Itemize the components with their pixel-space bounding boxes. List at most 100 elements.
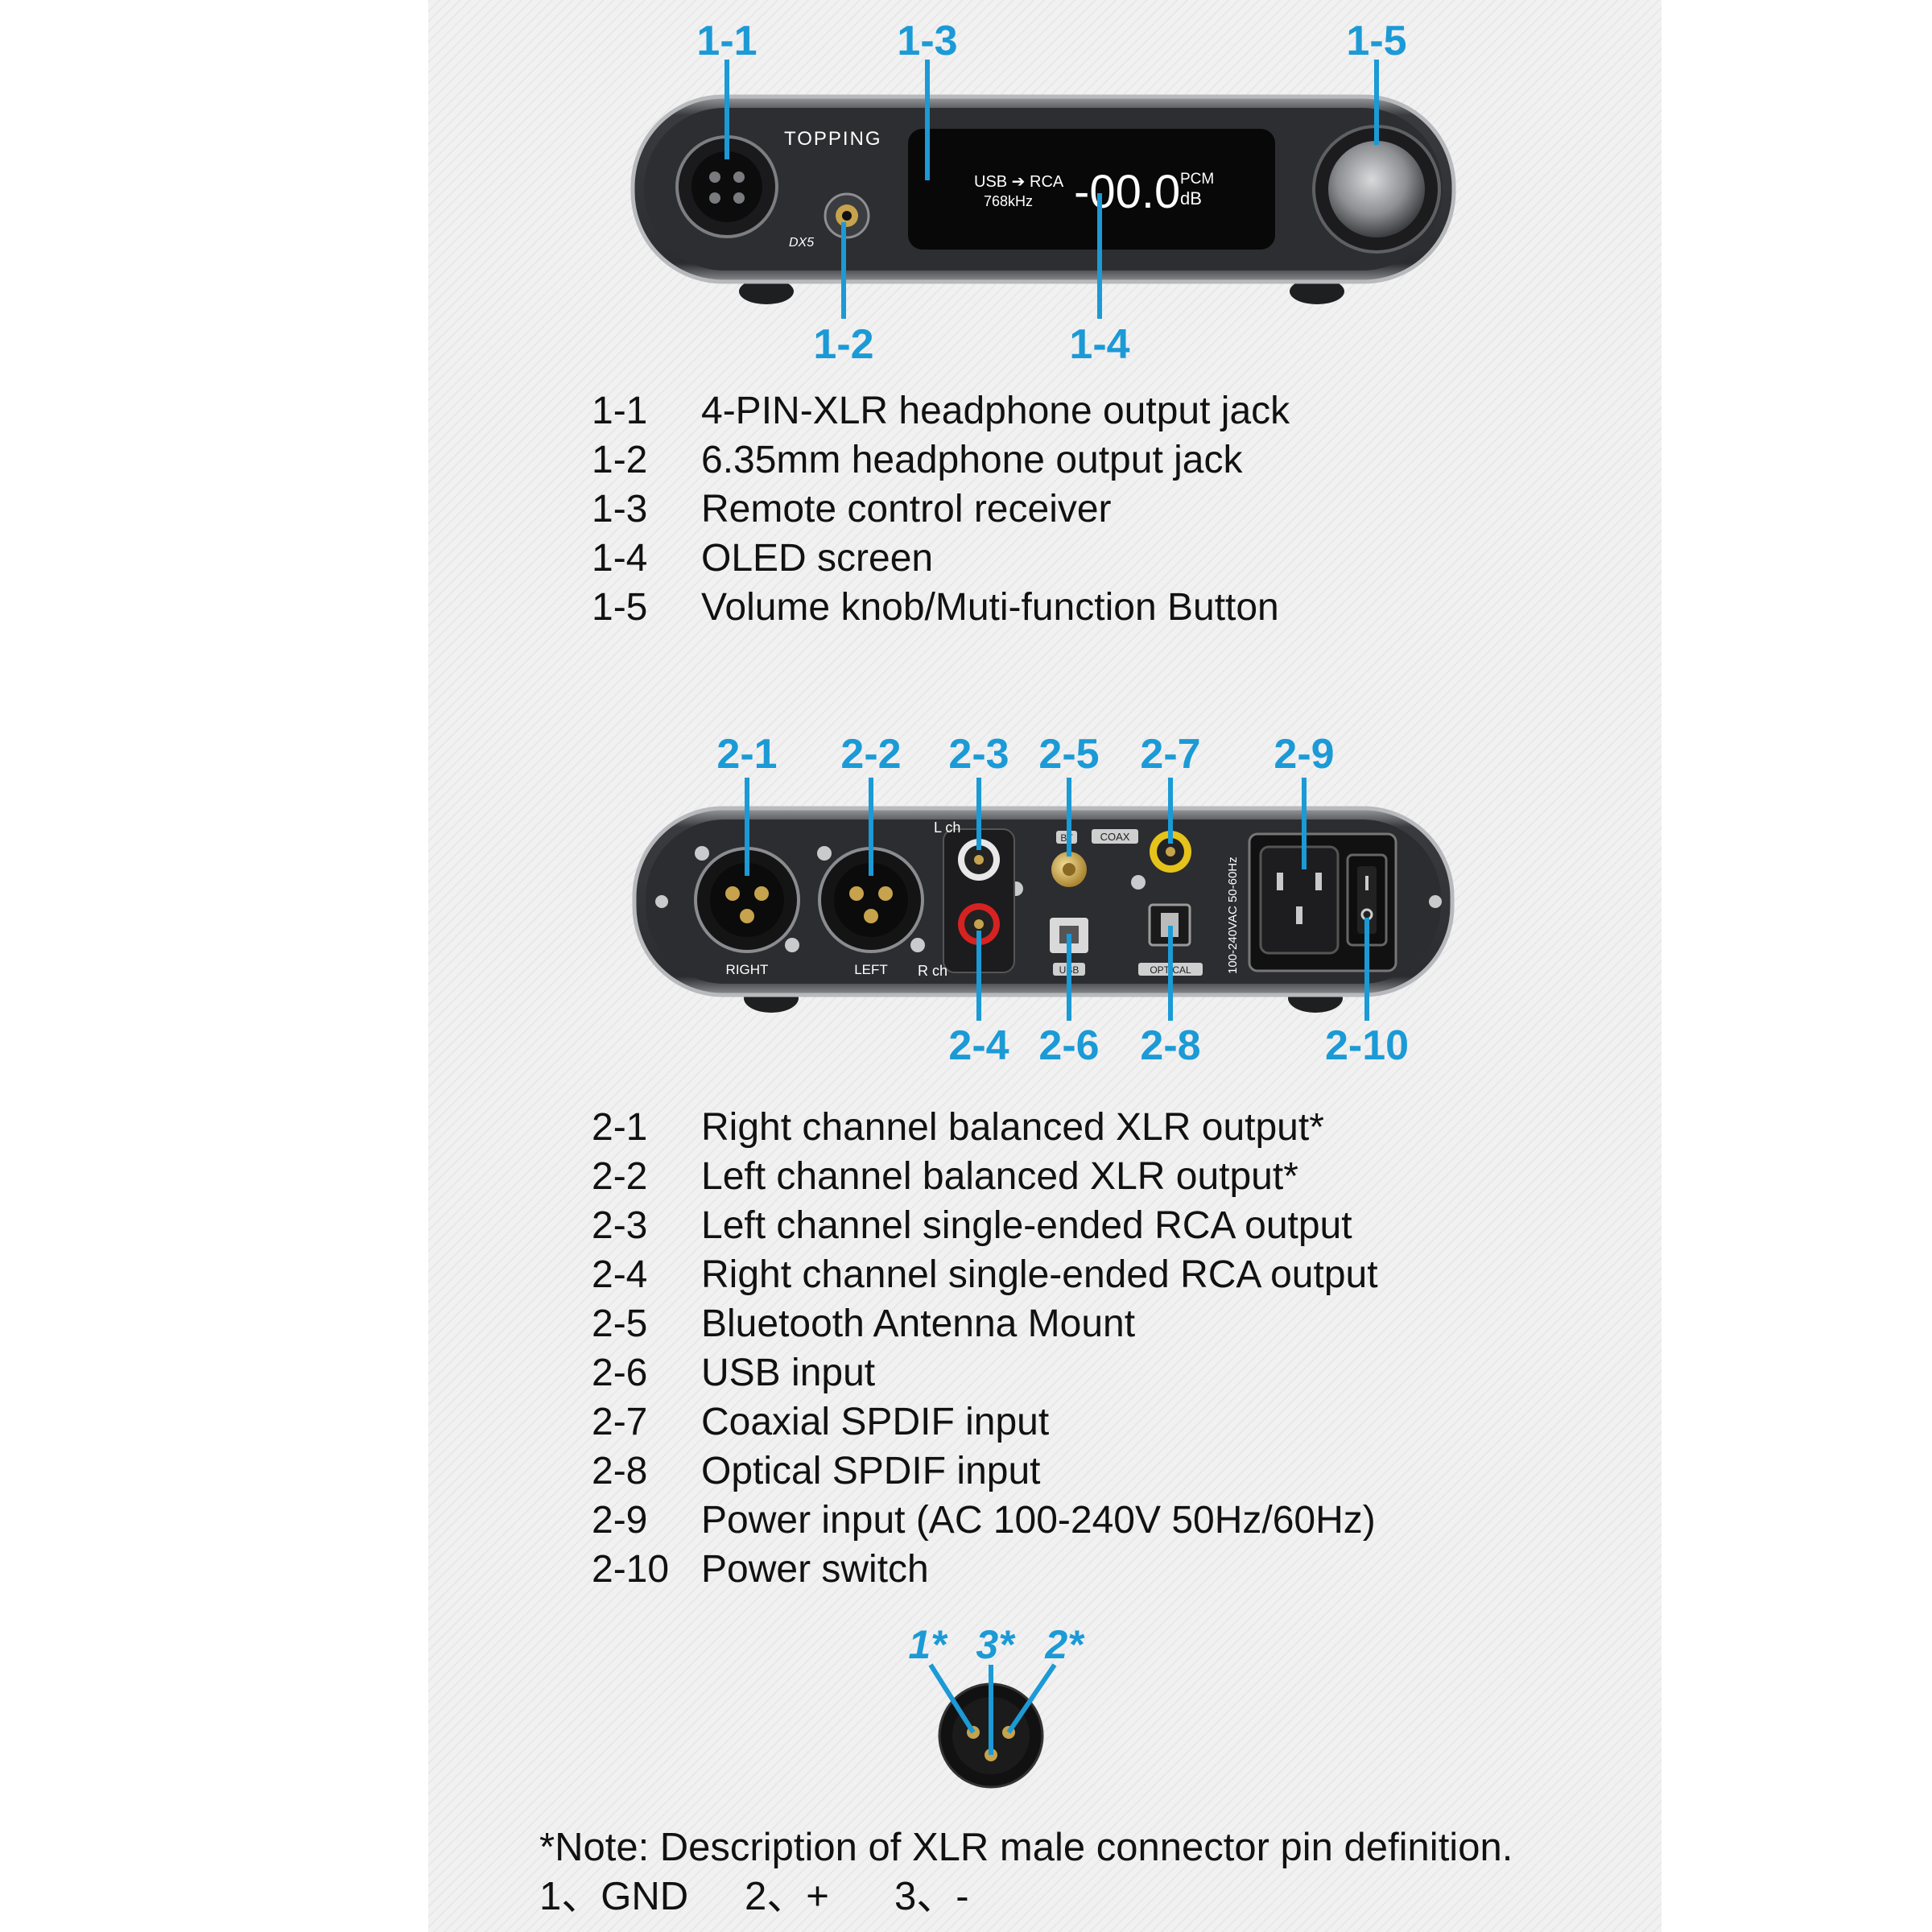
label-right: RIGHT xyxy=(726,962,769,977)
oled-screen: USB ➔ RCA 768kHz -00.0 PCM dB xyxy=(908,129,1275,250)
callout-pin-3: 3* xyxy=(976,1622,1016,1667)
list-item: 2-10 Power switch xyxy=(592,1545,1378,1594)
front-device: TOPPING DX5 USB ➔ RCA 768kHz -00.0 PCM d… xyxy=(630,94,1456,304)
item-text: Power switch xyxy=(701,1548,929,1591)
item-text: 6.35mm headphone output jack xyxy=(701,439,1243,481)
callout-pin-2: 2* xyxy=(1044,1622,1085,1667)
callout-1-3: 1-3 xyxy=(897,18,957,64)
callout-2-3: 2-3 xyxy=(948,731,1009,778)
list-item: 2-8 Optical SPDIF input xyxy=(592,1447,1378,1496)
screw xyxy=(695,846,709,861)
item-code: 1-3 xyxy=(592,488,648,530)
xlr-output-right xyxy=(694,847,800,953)
item-code: 1-4 xyxy=(592,537,648,580)
rear-device: RIGHT LEFT L ch R ch BT COAX xyxy=(632,806,1455,1013)
item-text: Left channel balanced XLR output* xyxy=(701,1155,1298,1198)
list-item: 1-4 OLED screen xyxy=(592,534,1290,583)
callout-1-5: 1-5 xyxy=(1346,18,1406,64)
label-left: LEFT xyxy=(854,962,888,977)
callout-2-4: 2-4 xyxy=(948,1022,1009,1069)
coaxial-input xyxy=(1150,831,1191,873)
item-text: Bluetooth Antenna Mount xyxy=(701,1302,1136,1345)
rca-output-right xyxy=(958,903,1000,945)
label-rch: R ch xyxy=(918,963,947,979)
oled-route: USB ➔ RCA xyxy=(974,173,1064,191)
oled-unit: dB xyxy=(1180,188,1202,208)
screw xyxy=(1429,895,1442,908)
item-text: Power input (AC 100-240V 50Hz/60Hz) xyxy=(701,1499,1376,1542)
callout-2-6: 2-6 xyxy=(1038,1022,1099,1069)
headphone-jack-6-35mm xyxy=(824,192,870,239)
item-code: 2-1 xyxy=(592,1106,648,1149)
list-item: 1-2 6.35mm headphone output jack xyxy=(592,436,1290,485)
callout-2-5: 2-5 xyxy=(1038,731,1099,778)
oled-volume: -00.0 xyxy=(1074,166,1180,218)
screw xyxy=(785,938,799,952)
brand-logo: TOPPING xyxy=(784,128,882,150)
item-code: 2-2 xyxy=(592,1155,648,1198)
oled-mode: PCM xyxy=(1180,171,1214,188)
xlr-output-left xyxy=(818,847,924,953)
item-code: 2-10 xyxy=(592,1548,670,1591)
callout-2-1: 2-1 xyxy=(716,731,777,778)
item-text: OLED screen xyxy=(701,537,934,580)
label-voltage: 100-240VAC 50-60Hz xyxy=(1226,857,1240,974)
item-text: Remote control receiver xyxy=(701,488,1112,530)
callout-1-2: 1-2 xyxy=(813,321,873,368)
list-item: 2-5 Bluetooth Antenna Mount xyxy=(592,1299,1378,1348)
item-text: 4-PIN-XLR headphone output jack xyxy=(701,390,1290,432)
item-text: Right channel balanced XLR output* xyxy=(701,1106,1324,1149)
callout-1-1: 1-1 xyxy=(696,18,757,64)
leader-pin-2 xyxy=(1006,1663,1057,1734)
list-item: 2-6 USB input xyxy=(592,1348,1378,1397)
pin-1: 1、GND xyxy=(539,1875,689,1918)
item-text: Left channel single-ended RCA output xyxy=(701,1204,1352,1247)
pin-2: 2、+ xyxy=(745,1875,829,1918)
callout-2-9: 2-9 xyxy=(1274,731,1334,778)
item-code: 2-5 xyxy=(592,1302,648,1345)
item-code: 2-6 xyxy=(592,1352,648,1394)
pin-3: 3、- xyxy=(894,1875,969,1918)
list-item: 2-2 Left channel balanced XLR output* xyxy=(592,1152,1378,1201)
rear-legend: 2-1 Right channel balanced XLR output* 2-… xyxy=(592,1103,1378,1594)
list-item: 2-1 Right channel balanced XLR output* xyxy=(592,1103,1378,1152)
screw xyxy=(910,938,925,952)
screw xyxy=(655,895,668,908)
item-code: 2-3 xyxy=(592,1204,648,1247)
model-label: DX5 xyxy=(789,236,814,250)
rca-output-left xyxy=(958,839,1000,881)
leader-pin-1 xyxy=(928,1663,976,1734)
item-code: 2-7 xyxy=(592,1401,648,1443)
coax-badge xyxy=(1092,829,1138,844)
pin-definitions: 1、GND 2、+ 3、- xyxy=(539,1872,1513,1922)
bt-antenna-mount xyxy=(1051,852,1087,887)
item-text: Right channel single-ended RCA output xyxy=(701,1253,1378,1296)
item-code: 2-4 xyxy=(592,1253,648,1296)
front-foot-left xyxy=(739,279,794,304)
note-text: *Note: Description of XLR male connector… xyxy=(539,1826,1513,1869)
item-code: 1-2 xyxy=(592,439,648,481)
callout-2-7: 2-7 xyxy=(1140,731,1200,778)
item-text: USB input xyxy=(701,1352,876,1394)
item-text: Optical SPDIF input xyxy=(701,1450,1041,1492)
screw xyxy=(1131,875,1146,890)
volume-knob xyxy=(1312,125,1441,254)
label-coax: COAX xyxy=(1100,831,1130,843)
pin-note: *Note: Description of XLR male connector… xyxy=(539,1823,1513,1922)
screw xyxy=(817,846,832,861)
list-item: 1-3 Remote control receiver xyxy=(592,485,1290,534)
item-code: 1-5 xyxy=(592,586,648,629)
callout-pin-1: 1* xyxy=(908,1622,948,1667)
callout-2-10: 2-10 xyxy=(1325,1022,1409,1069)
callout-2-8: 2-8 xyxy=(1140,1022,1200,1069)
list-item: 2-3 Left channel single-ended RCA output xyxy=(592,1201,1378,1250)
oled-rate: 768kHz xyxy=(984,193,1033,209)
item-code: 2-8 xyxy=(592,1450,648,1492)
callout-2-2: 2-2 xyxy=(840,731,901,778)
